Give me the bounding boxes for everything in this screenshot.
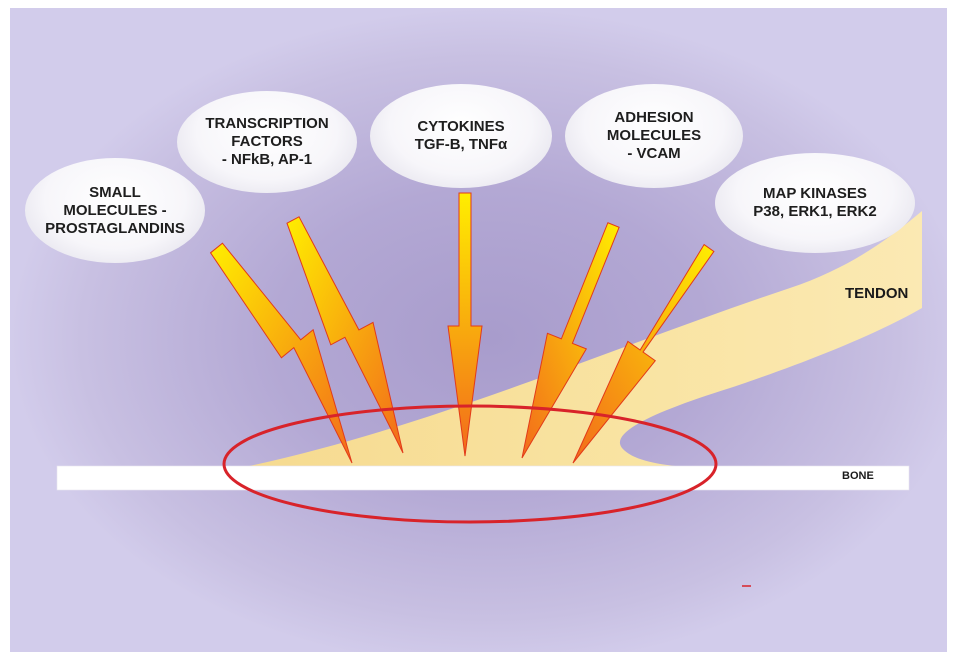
bubble-line: MAP KINASES	[763, 185, 867, 202]
tendon-shape	[240, 211, 922, 468]
bubble-line: ADHESION	[614, 109, 694, 126]
bubble-line: - VCAM	[627, 145, 681, 162]
bubble-line: PROSTAGLANDINS	[45, 219, 185, 237]
bubble-line: MOLECULES -	[63, 201, 167, 219]
bone-bar	[56, 465, 910, 491]
arrow-map-kinases	[572, 243, 715, 464]
bone-label: BONE	[842, 470, 874, 482]
arrow-small-molecules	[209, 242, 353, 464]
arrow-cytokines	[447, 192, 483, 457]
bubble-cytokines: CYTOKINES TGF-B, TNFα	[370, 84, 552, 188]
bubble-line: FACTORS	[231, 133, 303, 150]
bubble-map-kinases: MAP KINASES P38, ERK1, ERK2	[715, 153, 915, 253]
bubble-line: TRANSCRIPTION	[205, 115, 329, 132]
arrow-adhesion-molecules	[521, 222, 620, 459]
diagram-background: SMALL MOLECULES - PROSTAGLANDINS TRANSCR…	[10, 8, 947, 652]
bubble-transcription-factors: TRANSCRIPTION FACTORS - NFkB, AP-1	[177, 91, 357, 193]
bubble-small-molecules: SMALL MOLECULES - PROSTAGLANDINS	[25, 158, 205, 263]
insertion-site-ellipse	[222, 404, 718, 524]
enthesis-diagram	[56, 192, 922, 587]
bubble-line: SMALL	[89, 183, 141, 201]
tendon-label: TENDON	[845, 285, 909, 302]
bubble-line: - NFkB, AP-1	[221, 151, 313, 168]
bubble-line: TGF-B, TNFα	[414, 136, 508, 153]
bubble-line: CYTOKINES	[417, 118, 505, 135]
bubble-line: P38, ERK1, ERK2	[753, 203, 877, 220]
bubble-line: MOLECULES	[606, 127, 702, 144]
arrow-transcription-factors	[286, 216, 404, 454]
bubble-adhesion-molecules: ADHESION MOLECULES - VCAM	[565, 84, 743, 188]
